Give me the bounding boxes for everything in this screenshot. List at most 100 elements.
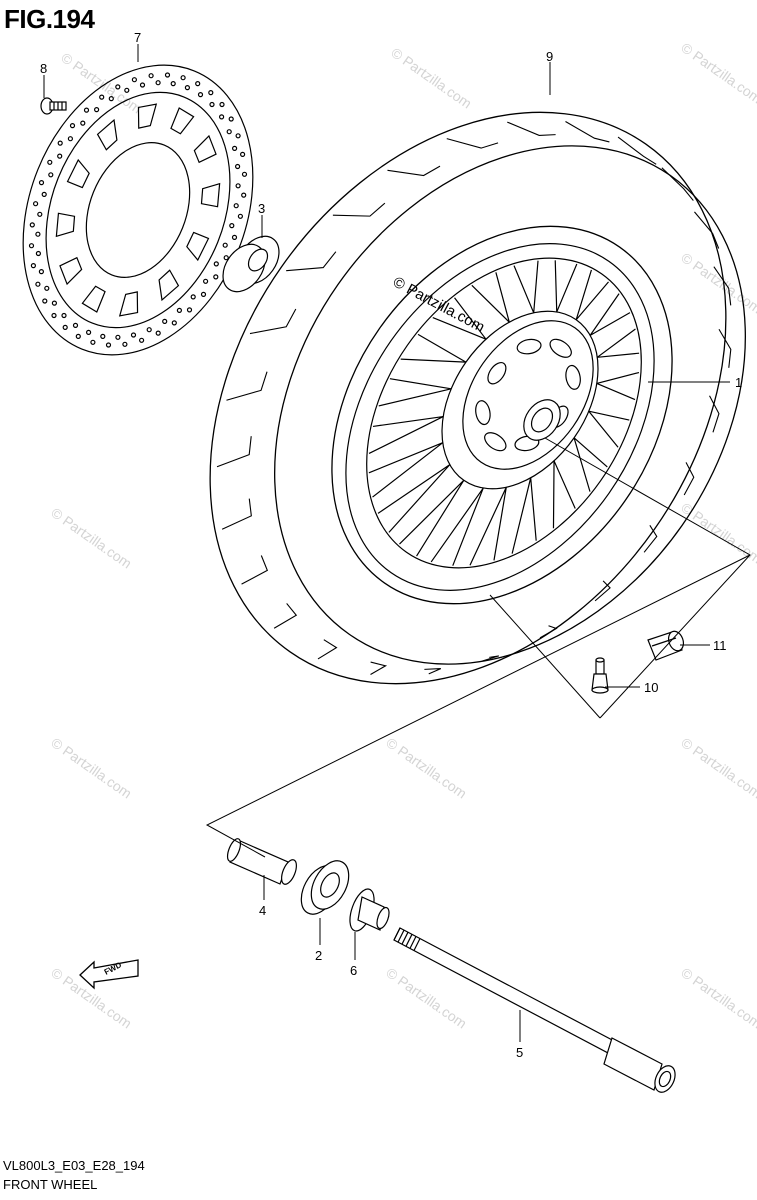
spoke [596, 371, 640, 401]
tread-block [481, 655, 500, 662]
disc-slot [137, 103, 158, 129]
watermark: © Partzilla.com [48, 504, 134, 571]
watermark: © Partzilla.com [388, 44, 474, 111]
disc-hole [47, 159, 53, 165]
spoke [368, 415, 444, 455]
tread-block [694, 211, 720, 249]
disc-hole [231, 234, 238, 240]
disc-hole [200, 291, 207, 297]
thread-line [405, 934, 413, 947]
spoke [471, 272, 510, 323]
disc-hole [237, 213, 243, 219]
axle-thread [393, 927, 421, 951]
disc-hole [155, 80, 161, 86]
disc-hole [209, 101, 215, 108]
spoke [430, 487, 484, 566]
disc-hole [38, 180, 45, 186]
disc-hole [48, 172, 54, 178]
thread-line [393, 927, 401, 941]
watermark: © Partzilla.com [678, 964, 757, 1031]
tread-block [241, 555, 269, 585]
disc-hole [37, 211, 43, 217]
disc-hole [99, 94, 105, 100]
watermark: © Partzilla.com [383, 964, 469, 1031]
callout-3: 3 [258, 201, 265, 216]
spoke [432, 297, 487, 340]
disc-hole [61, 312, 67, 319]
disc-hole [35, 231, 41, 237]
disc-hole [131, 77, 137, 83]
spoke [377, 464, 451, 533]
spoke [368, 442, 444, 498]
spoke [399, 479, 465, 557]
disc-hole [139, 82, 146, 88]
tire-valve [591, 657, 609, 694]
disc-hole [241, 171, 248, 177]
disc-hole [139, 337, 145, 343]
disc-hole [170, 80, 176, 87]
tread-block [387, 165, 441, 177]
wheel-spokes [368, 260, 640, 566]
thread-line [397, 929, 405, 943]
disc-hole [197, 91, 204, 98]
tread-block [226, 371, 268, 401]
tread-block [643, 525, 658, 553]
figure-code: VL800L3_E03_E28_194 [3, 1158, 145, 1173]
tread-block [446, 138, 499, 149]
disc-slot [96, 118, 118, 151]
disc-hole [162, 318, 168, 324]
disc-hole [222, 242, 228, 248]
tread-block [709, 395, 720, 433]
tread-block [718, 328, 732, 368]
disc-hole [155, 330, 161, 336]
disc-hole [203, 278, 209, 284]
spacer [226, 838, 297, 885]
disc-hole [213, 274, 219, 280]
callout-6: 6 [350, 963, 357, 978]
wheel-rim [345, 243, 655, 591]
disc-hole [190, 294, 196, 300]
disc-hole [229, 223, 235, 229]
disc-hole [115, 84, 121, 90]
tread-block [539, 625, 558, 639]
disc-slot [55, 212, 76, 238]
spoke [596, 328, 640, 358]
disc-slot [118, 291, 139, 317]
valve-cap [647, 630, 685, 661]
figure-title: FIG.194 [4, 4, 95, 34]
callout-4: 4 [259, 903, 266, 918]
spoke [588, 410, 630, 448]
hub-slot [565, 364, 581, 390]
tread-block [424, 668, 442, 675]
hub-slot [549, 338, 572, 358]
thread-line [413, 938, 421, 951]
disc-hole [241, 192, 247, 198]
hub-slot [514, 435, 540, 452]
tread-block [216, 436, 252, 468]
spoke [400, 333, 467, 363]
tread-block [565, 121, 610, 143]
callout-2: 2 [315, 948, 322, 963]
disc-slot [186, 231, 210, 262]
spoke [378, 378, 452, 407]
disc-hole [85, 329, 92, 335]
disc-hole [90, 339, 96, 345]
hub-slots [475, 338, 581, 452]
disc-hole [219, 114, 225, 120]
hub-slot [484, 432, 507, 452]
callout-9: 9 [546, 49, 553, 64]
disc-hole [226, 129, 232, 135]
disc-slot [193, 134, 217, 164]
disc-hole [105, 342, 112, 348]
disc-hole [186, 307, 193, 313]
disc-hole [235, 133, 241, 139]
tire [209, 111, 746, 685]
watermark: © Partzilla.com [678, 249, 757, 316]
callout-8: 8 [40, 61, 47, 76]
disc-hole [146, 327, 152, 333]
disc-hole [219, 101, 225, 108]
disc-hole [51, 300, 58, 306]
thread-line [401, 931, 409, 945]
watermark: © Partzilla.com [383, 734, 469, 801]
